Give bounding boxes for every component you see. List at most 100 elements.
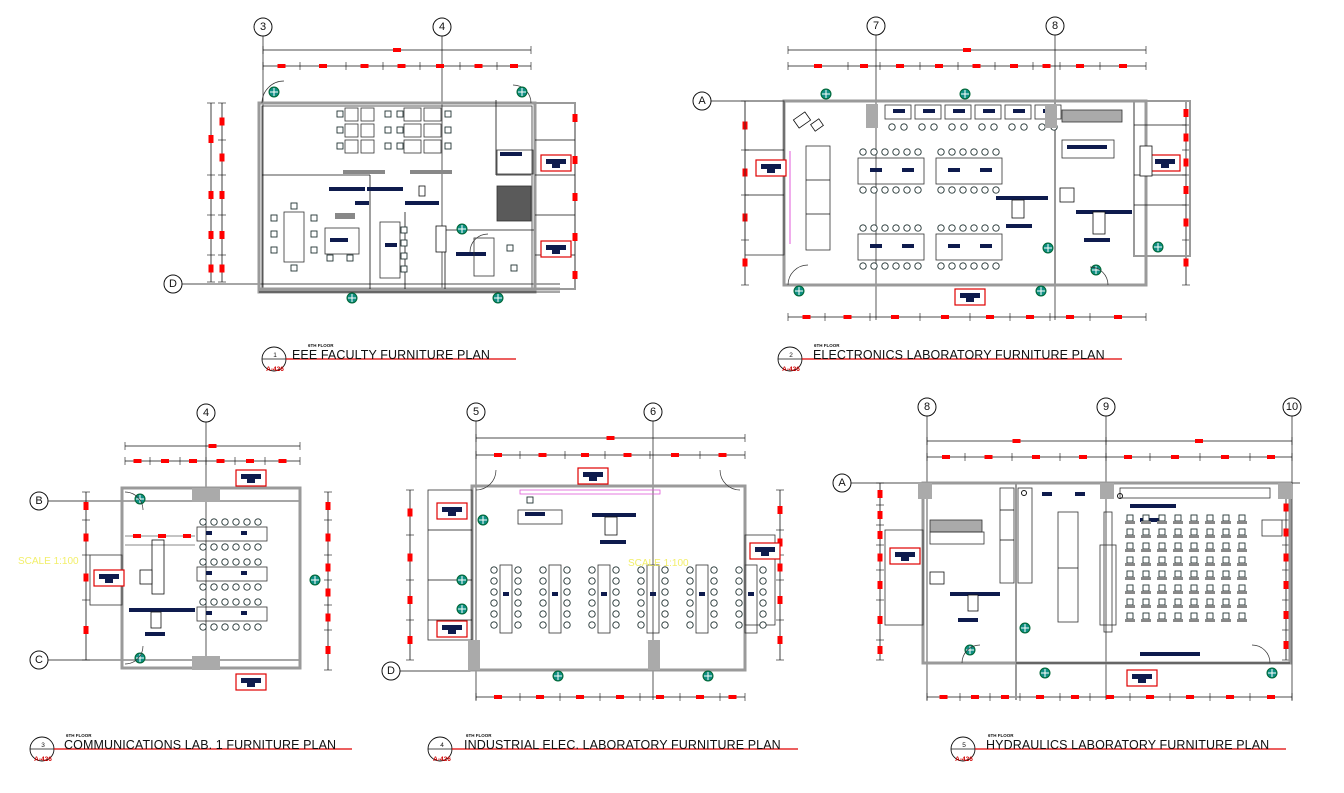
grid-bubble-3: 3 (253, 17, 273, 37)
plan-title: INDUSTRIAL ELEC. LABORATORY FURNITURE PL… (464, 738, 781, 752)
plan-rect (929, 531, 985, 545)
desk-symbol (1205, 605, 1215, 608)
desk-symbol (355, 201, 369, 205)
door-tag-icon (1035, 285, 1047, 297)
chair-symbol (903, 186, 911, 194)
dimension-marker (877, 581, 883, 589)
chair-symbol (937, 186, 945, 194)
scale-note: SCALE 1:100 (18, 556, 79, 567)
plan-rect (866, 104, 878, 128)
workstation-symbol (1126, 669, 1158, 687)
dimension-marker (538, 453, 547, 457)
svg-text:9: 9 (1103, 401, 1109, 413)
dimension-marker (1012, 439, 1021, 443)
desk-symbol (385, 243, 397, 247)
chair-symbol (735, 599, 743, 607)
dimension-marker (1106, 695, 1114, 699)
dimension-marker (83, 533, 89, 542)
door-tag-icon (134, 493, 146, 505)
plan-rect (810, 118, 824, 132)
chair-symbol (992, 224, 1000, 232)
dimension-marker (843, 315, 852, 319)
desk-symbol (1140, 518, 1160, 522)
desk-symbol (996, 196, 1048, 200)
chair-symbol (637, 577, 645, 585)
plan-rect (360, 139, 375, 154)
desk-symbol (1173, 619, 1183, 622)
desk-symbol (206, 611, 212, 615)
desk-symbol (1173, 521, 1183, 524)
dimension-marker (1183, 258, 1189, 267)
chair-symbol (859, 224, 867, 232)
chair-symbol (563, 621, 571, 629)
svg-text:C: C (35, 654, 43, 666)
plan-rect (468, 640, 480, 670)
chair-symbol (1158, 556, 1166, 564)
desk-symbol (1173, 591, 1183, 594)
workstation-symbol (577, 467, 609, 485)
chair-symbol (661, 621, 669, 629)
workstation-symbol (436, 620, 468, 638)
desk-symbol (1173, 605, 1183, 608)
chair-symbol (1142, 542, 1150, 550)
desk-symbol (1237, 577, 1247, 580)
chair-symbol (710, 621, 718, 629)
chair-symbol (903, 148, 911, 156)
desk-symbol (1084, 238, 1110, 242)
chair-symbol (710, 577, 718, 585)
dimension-marker (319, 64, 327, 68)
desk-symbol (367, 187, 403, 191)
door-tag-icon (1266, 667, 1278, 679)
floor-label: 6TH FLOOR (308, 343, 334, 348)
chair-symbol (970, 186, 978, 194)
desk-symbol (1237, 591, 1247, 594)
grid-bubble-D: D (381, 661, 401, 681)
plan-rect (929, 519, 983, 533)
dimension-marker (1283, 581, 1289, 589)
chair-symbol (686, 566, 694, 574)
desk-symbol (980, 244, 992, 248)
sheet-number: A-426 (34, 756, 52, 763)
desk-symbol (699, 592, 705, 596)
desk-symbol (1141, 549, 1151, 552)
chair-symbol (243, 623, 251, 631)
chair-symbol (1142, 528, 1150, 536)
chair-symbol (637, 588, 645, 596)
plan-rect (1059, 187, 1075, 203)
grid-bubble-9: 9 (1096, 397, 1116, 417)
workstation-symbol (889, 547, 921, 565)
chair-symbol (210, 598, 218, 606)
chair-symbol (232, 623, 240, 631)
plan-rect (1261, 519, 1283, 537)
chair-symbol (1206, 598, 1214, 606)
desk-symbol (145, 632, 165, 636)
chair-symbol (661, 577, 669, 585)
dimension-marker (860, 64, 868, 68)
desk-symbol (1237, 605, 1247, 608)
chair-symbol (1190, 514, 1198, 522)
chair-symbol (735, 577, 743, 585)
chair-symbol (661, 588, 669, 596)
door-tag-icon (268, 86, 280, 98)
chair-symbol (1158, 598, 1166, 606)
chair-symbol (539, 566, 547, 574)
chair-symbol (992, 186, 1000, 194)
chair-symbol (612, 621, 620, 629)
chair-symbol (959, 262, 967, 270)
dimension-marker (671, 453, 679, 457)
dimension-marker (1283, 528, 1289, 537)
chair-symbol (270, 214, 278, 222)
chair-symbol (588, 566, 596, 574)
desk-symbol (1157, 521, 1167, 524)
door-tag-icon (477, 514, 489, 526)
door-tag-icon (1039, 667, 1051, 679)
chair-symbol (400, 239, 408, 247)
chair-symbol (637, 599, 645, 607)
chair-symbol (588, 599, 596, 607)
scale-note: SCALE 1:100 (628, 558, 689, 569)
desk-symbol (1205, 591, 1215, 594)
dimension-marker (572, 233, 578, 241)
dimension-marker (133, 534, 141, 538)
chair-symbol (243, 598, 251, 606)
dimension-marker (407, 596, 413, 604)
